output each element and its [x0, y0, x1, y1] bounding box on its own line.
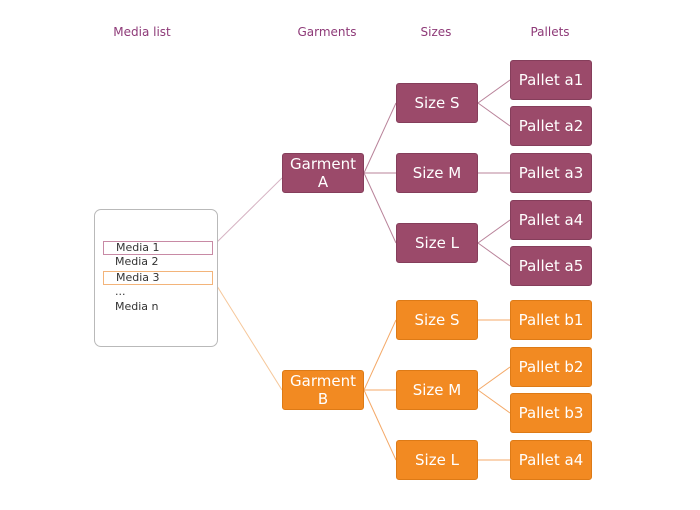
connector-a-size-l-pallet-a5 [477, 242, 511, 267]
pallet-b-size-l-a4-node[interactable]: Pallet a4 [510, 440, 592, 480]
pallet-b2-node[interactable]: Pallet b2 [510, 347, 592, 387]
media-item-ellipsis: ... [115, 285, 126, 298]
media-item-2[interactable]: Media 2 [115, 255, 159, 268]
pallet-a2-node[interactable]: Pallet a2 [510, 106, 592, 146]
connector-a-size-s-pallet-a1 [477, 79, 511, 104]
media-item-n[interactable]: Media n [115, 300, 159, 313]
garment-b-size-l-node[interactable]: Size L [396, 440, 478, 480]
garment-b-size-m-node[interactable]: Size M [396, 370, 478, 410]
garment-a-node[interactable]: Garment A [282, 153, 364, 193]
pallet-a1-node[interactable]: Pallet a1 [510, 60, 592, 100]
connector-garment-b-size-l [363, 389, 397, 461]
pallet-b1-node[interactable]: Pallet b1 [510, 300, 592, 340]
media-list-panel: Media 1 Media 2 Media 3 ... Media n [94, 209, 218, 347]
header-media-list: Media list [113, 25, 171, 39]
connector-a-size-l-pallet-a4 [477, 219, 511, 244]
connector-b-size-m-pallet-b3 [477, 389, 511, 414]
header-pallets: Pallets [530, 25, 570, 39]
connector-garment-a-size-l [363, 172, 397, 244]
garment-b-node[interactable]: Garment B [282, 370, 364, 410]
media-item-1[interactable]: Media 1 [103, 241, 213, 255]
garment-a-size-s-node[interactable]: Size S [396, 83, 478, 123]
connector-a-size-s-pallet-a2 [477, 102, 511, 127]
media-item-3[interactable]: Media 3 [103, 271, 213, 285]
pallet-a3-node[interactable]: Pallet a3 [510, 153, 592, 193]
header-garments: Garments [297, 25, 357, 39]
pallet-a4-node[interactable]: Pallet a4 [510, 200, 592, 240]
pallet-b3-node[interactable]: Pallet b3 [510, 393, 592, 433]
connector-garment-a-size-s [363, 102, 397, 174]
pallet-a5-node[interactable]: Pallet a5 [510, 246, 592, 286]
garment-a-size-l-node[interactable]: Size L [396, 223, 478, 263]
connector-media3-garment-b [211, 277, 283, 391]
connector-b-size-m-pallet-b2 [477, 366, 511, 391]
header-sizes: Sizes [420, 25, 452, 39]
connector-garment-b-size-s [363, 319, 397, 391]
garment-a-size-m-node[interactable]: Size M [396, 153, 478, 193]
garment-b-size-s-node[interactable]: Size S [396, 300, 478, 340]
connector-media1-garment-a [211, 177, 283, 248]
